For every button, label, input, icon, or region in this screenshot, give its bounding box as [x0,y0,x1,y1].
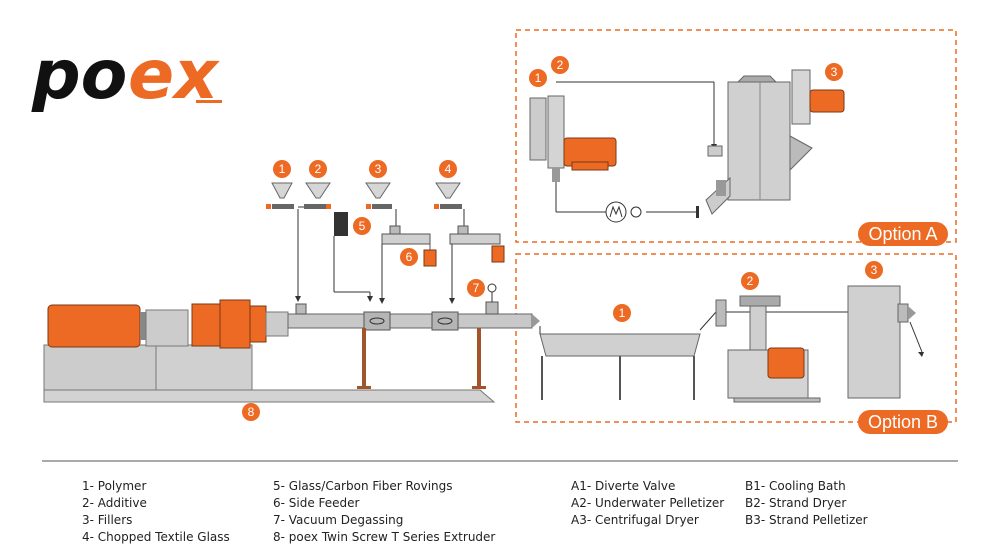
hopper-4 [434,182,462,209]
svg-text:Option A: Option A [868,224,937,244]
logo-text-ex: ex [128,36,220,115]
extruder-supports [357,328,486,389]
legend-item: 4- Chopped Textile Glass [82,530,230,544]
option-a-centrifugal-dryer [705,69,845,215]
legend-item: 8- poex Twin Screw T Series Extruder [273,530,496,544]
svg-text:1: 1 [535,71,542,85]
side-feeder-1 [379,209,437,304]
badge-main-8: 8 [242,403,260,421]
badge-b-2: 2 [741,272,759,290]
fiber-roving [333,212,373,302]
legend-column-1: 1- Polymer 2- Additive 3- Fillers 4- Cho… [82,478,230,546]
badge-a-3: 3 [825,63,843,81]
extruder-gearbox [191,299,289,349]
legend-item: A3- Centrifugal Dryer [571,513,699,527]
legend-item: 1- Polymer [82,479,147,493]
legend-item: 6- Side Feeder [273,496,360,510]
legend-item: B2- Strand Dryer [745,496,847,510]
poex-logo: po ex [31,36,222,115]
svg-text:6: 6 [406,250,413,264]
badge-main-4: 4 [439,160,457,178]
svg-text:2: 2 [315,162,322,176]
option-a-frame [515,29,957,243]
logo-stripe [196,100,222,103]
svg-text:3: 3 [831,65,838,79]
svg-text:8: 8 [248,405,255,419]
legend-item: 7- Vacuum Degassing [273,513,404,527]
badge-main-5: 5 [353,217,371,235]
logo-text-po: po [31,36,127,115]
legend-item: A2- Underwater Pelletizer [571,496,725,510]
legend-item: B3- Strand Pelletizer [745,513,868,527]
option-b-strand-pelletizer [847,285,924,399]
side-feeder-2 [449,209,505,304]
extruder-motor [47,304,148,348]
svg-text:Option B: Option B [868,412,938,432]
legend-column-3: A1- Diverte Valve A2- Underwater Pelleti… [571,478,724,529]
svg-text:5: 5 [359,219,366,233]
hopper-1 [266,182,301,302]
vacuum-degassing [487,283,497,302]
badge-main-6: 6 [400,248,418,266]
hopper-3 [365,182,392,209]
svg-text:2: 2 [557,58,564,72]
badge-main-1: 1 [273,160,291,178]
svg-text:2: 2 [747,274,754,288]
badge-a-1: 1 [529,69,547,87]
option-a-label: Option A [858,222,948,246]
legend-item: B1- Cooling Bath [745,479,846,493]
option-b-frame [515,253,957,423]
legend-item: 5- Glass/Carbon Fiber Rovings [273,479,453,493]
extruder-barrel [287,301,540,331]
extruder-base [43,344,496,403]
hopper-2 [298,182,331,209]
legend-column-2: 5- Glass/Carbon Fiber Rovings 6- Side Fe… [273,478,495,546]
option-b-cooling-bath [539,311,848,400]
svg-text:1: 1 [619,306,626,320]
badge-b-1: 1 [613,304,631,322]
badge-b-3: 3 [865,261,883,279]
badge-a-2: 2 [551,56,569,74]
svg-text:1: 1 [279,162,286,176]
badge-main-2: 2 [309,160,327,178]
svg-text:7: 7 [473,281,480,295]
option-a-diverter-valve [529,95,617,182]
legend-item: 2- Additive [82,496,147,510]
legend-item: A1- Diverte Valve [571,479,676,493]
badge-main-7: 7 [467,279,485,297]
legend-item: 3- Fillers [82,513,133,527]
svg-text:3: 3 [375,162,382,176]
badge-main-3: 3 [369,160,387,178]
option-b-strand-dryer [715,295,821,403]
svg-text:3: 3 [871,263,878,277]
extruder-coupling [145,309,189,347]
svg-text:4: 4 [445,162,452,176]
legend-column-4: B1- Cooling Bath B2- Strand Dryer B3- St… [745,478,868,529]
option-a-pipes [555,81,717,223]
option-b-label: Option B [858,410,948,434]
